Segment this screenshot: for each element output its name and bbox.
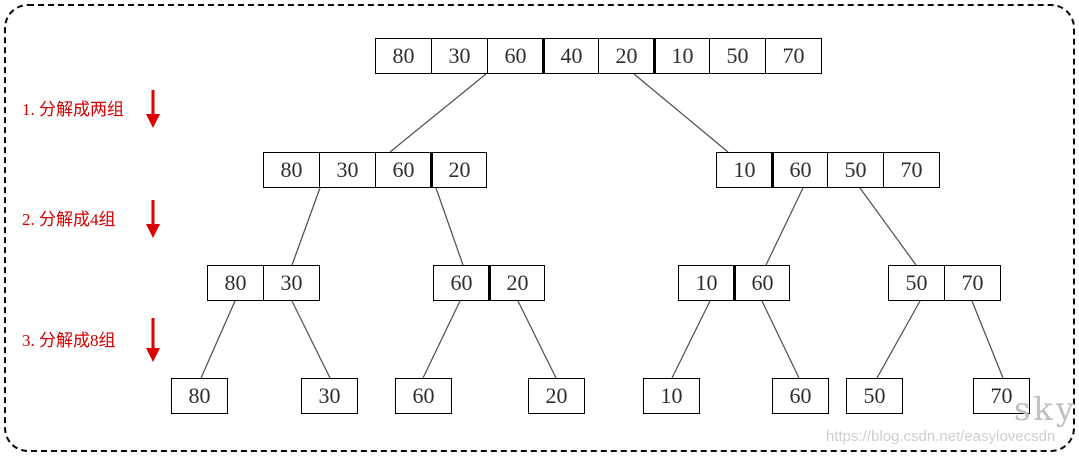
- array-level4-group1: 80: [171, 378, 228, 414]
- array-level4-group8: 70: [973, 378, 1030, 414]
- connector-line: [971, 300, 1004, 379]
- array-cell: 30: [263, 265, 320, 301]
- array-cell: 10: [643, 378, 700, 414]
- connector-line: [291, 300, 331, 379]
- step-label-3: 3. 分解成8组: [22, 331, 116, 350]
- connector-line: [435, 187, 464, 266]
- array-cell: 80: [171, 378, 228, 414]
- connector-line: [422, 300, 461, 379]
- connector-line: [517, 300, 557, 379]
- watermark-author: sky: [1014, 390, 1077, 428]
- step-label-1: 1. 分解成两组: [22, 100, 124, 119]
- array-cell: 60: [487, 38, 544, 74]
- array-cell: 60: [733, 265, 790, 301]
- step-label-2: 2. 分解成4组: [22, 210, 116, 229]
- array-cell: 10: [716, 152, 773, 188]
- array-cell: 50: [827, 152, 884, 188]
- down-arrow-icon: [146, 90, 160, 128]
- connector-line: [291, 187, 321, 266]
- array-cell: 30: [319, 152, 376, 188]
- array-cell: 70: [973, 378, 1030, 414]
- array-cell: 50: [888, 265, 945, 301]
- down-arrow-icon: [146, 200, 160, 238]
- array-level4-group5: 10: [643, 378, 700, 414]
- connector-line: [876, 300, 921, 379]
- array-cell: 50: [709, 38, 766, 74]
- array-cell: 70: [883, 152, 940, 188]
- array-cell: 70: [944, 265, 1001, 301]
- array-cell: 20: [488, 265, 545, 301]
- array-cell: 60: [771, 152, 828, 188]
- array-cell: 10: [653, 38, 710, 74]
- connector-line: [389, 73, 487, 153]
- connector-line: [200, 300, 236, 379]
- array-cell: 80: [375, 38, 432, 74]
- array-cell: 20: [430, 152, 487, 188]
- array-level4-group4: 20: [528, 378, 585, 414]
- array-cell: 80: [207, 265, 264, 301]
- array-cell: 20: [598, 38, 655, 74]
- array-cell: 40: [542, 38, 599, 74]
- connector-line: [761, 300, 800, 379]
- array-cell: 20: [528, 378, 585, 414]
- down-arrow-icon: [146, 318, 160, 362]
- array-cell: 60: [395, 378, 452, 414]
- connector-line: [671, 300, 711, 379]
- connector-line: [859, 187, 917, 266]
- array-cell: 30: [431, 38, 488, 74]
- array-level4-group3: 60: [395, 378, 452, 414]
- watermark-url: https://blog.csdn.net/easylovecsdn: [826, 428, 1056, 445]
- array-cell: 60: [433, 265, 490, 301]
- connector-line: [633, 73, 729, 153]
- array-cell: 60: [772, 378, 829, 414]
- array-cell: 60: [375, 152, 432, 188]
- array-cell: 70: [765, 38, 822, 74]
- array-level4-group2: 30: [301, 378, 358, 414]
- array-level4-group6: 60: [772, 378, 829, 414]
- connector-line: [765, 187, 804, 266]
- array-cell: 80: [263, 152, 320, 188]
- array-cell: 10: [678, 265, 735, 301]
- array-cell: 50: [846, 378, 903, 414]
- array-level4-group7: 50: [846, 378, 903, 414]
- array-cell: 30: [301, 378, 358, 414]
